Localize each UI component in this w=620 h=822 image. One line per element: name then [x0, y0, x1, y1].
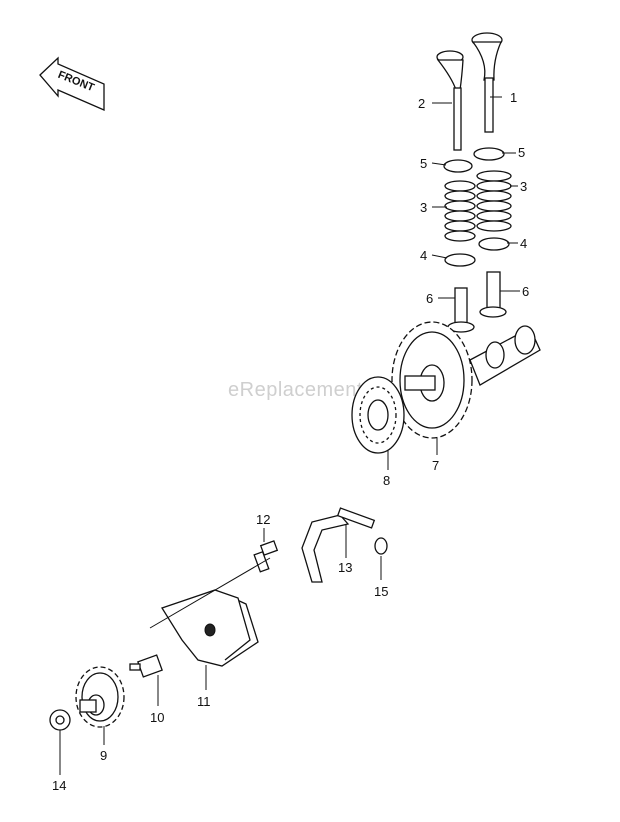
callout-9: 9 [100, 748, 107, 763]
callout-14: 14 [52, 778, 66, 793]
cover-11 [161, 589, 259, 667]
callout-3-left: 3 [420, 200, 427, 215]
callout-6-left: 6 [426, 291, 433, 306]
valve-1 [471, 32, 503, 133]
callout-7: 7 [432, 458, 439, 473]
lever-13 [301, 507, 376, 583]
callout-12: 12 [256, 512, 270, 527]
callout-15: 15 [374, 584, 388, 599]
spring-3-right [476, 170, 512, 232]
front-arrow: FRONT [39, 56, 105, 111]
spring-3-left [444, 180, 476, 242]
callout-13: 13 [338, 560, 352, 575]
callout-8: 8 [383, 473, 390, 488]
callout-6-right: 6 [522, 284, 529, 299]
tappet-6-left [447, 287, 475, 333]
valve-2 [436, 50, 464, 151]
callout-11: 11 [197, 694, 211, 709]
clip-15 [374, 537, 388, 555]
gear-9 [75, 666, 125, 728]
retainer-5-left [443, 159, 473, 173]
callout-2: 2 [418, 96, 425, 111]
callout-3-right: 3 [520, 179, 527, 194]
camshaft-gear-7 [391, 321, 541, 439]
callout-5-left: 5 [420, 156, 427, 171]
bearing-8 [351, 376, 405, 454]
callout-4-right: 4 [520, 236, 527, 251]
tappet-6-right [479, 271, 507, 318]
shaft-10 [129, 654, 163, 678]
washer-14 [49, 709, 71, 731]
seat-4-left [444, 253, 476, 267]
callout-1: 1 [510, 90, 517, 105]
callout-numbers: 1 2 3 3 4 4 5 5 6 6 7 8 9 10 11 12 13 14… [52, 90, 529, 793]
callout-5-right: 5 [518, 145, 525, 160]
callout-10: 10 [150, 710, 164, 725]
bolt-12 [253, 540, 279, 573]
seat-4-right [478, 237, 510, 251]
retainer-5-right [473, 147, 505, 161]
callout-4-left: 4 [420, 248, 427, 263]
leader-lines [59, 96, 520, 775]
